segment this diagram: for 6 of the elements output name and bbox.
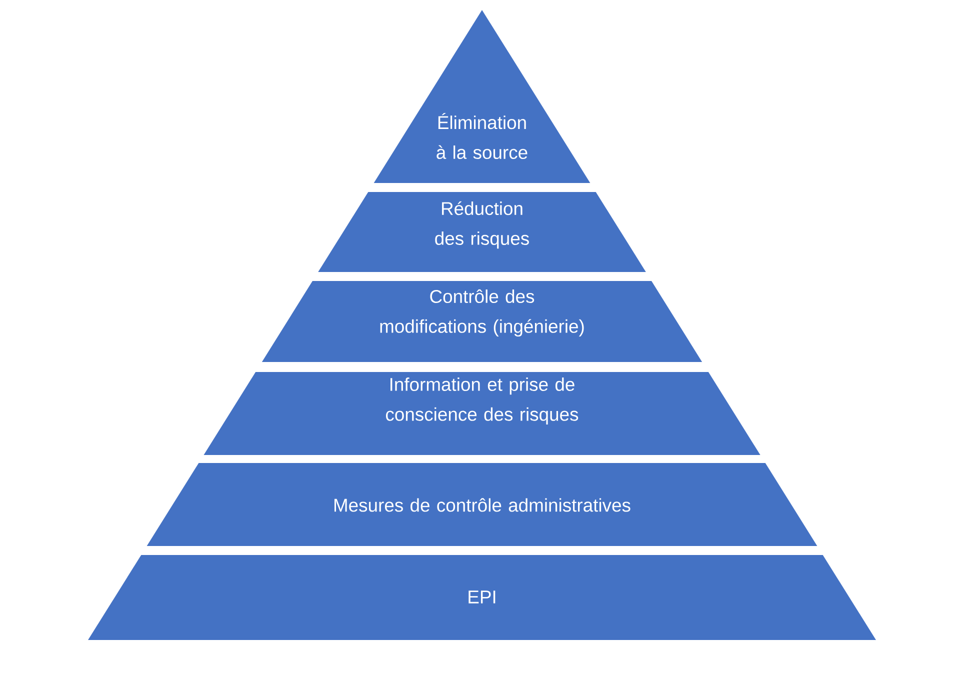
pyramid-level: Information et prise de conscience des risques	[204, 372, 760, 455]
pyramid-level: EPI	[88, 554, 876, 640]
pyramid-level: Réduction des risques	[318, 192, 646, 272]
pyramid-level: Élimination à la source	[374, 10, 590, 183]
pyramid-level: Mesures de contrôle administratives	[146, 462, 818, 546]
pyramid-level: Contrôle des modifications (ingénierie)	[262, 280, 702, 362]
